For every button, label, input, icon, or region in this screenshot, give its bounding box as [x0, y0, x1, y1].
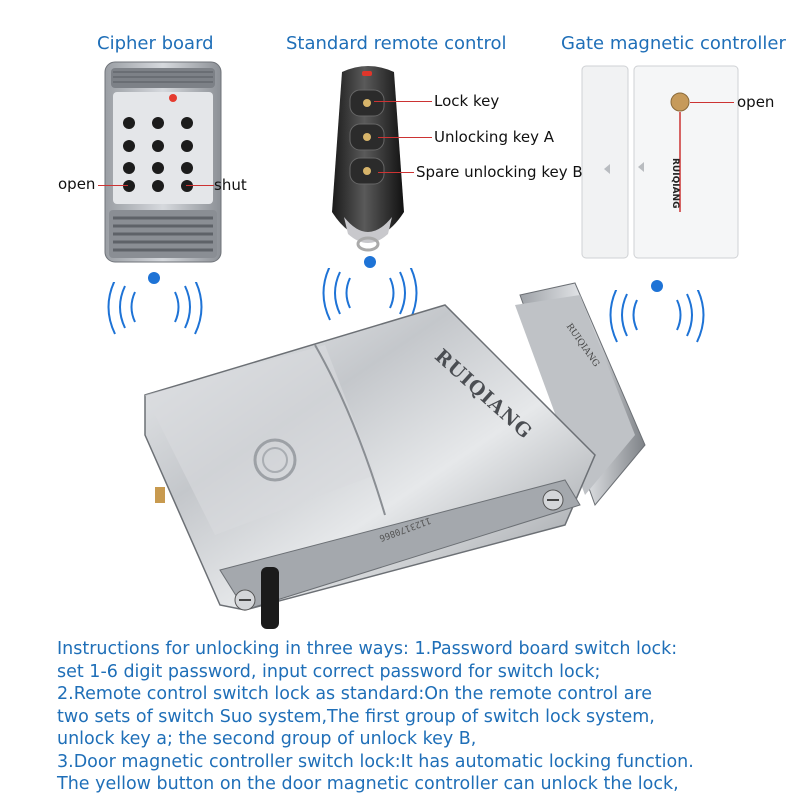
- gate-open-leader: [690, 102, 734, 103]
- signal-dot-left: [148, 272, 160, 284]
- unlock-a-leader: [378, 137, 432, 138]
- instruction-line: Instructions for unlocking in three ways…: [57, 639, 678, 659]
- smart-lock-body: [144, 282, 646, 629]
- instruction-line: set 1-6 digit password, input correct pa…: [57, 661, 601, 682]
- instruction-line: 3.Door magnetic controller switch lock:I…: [57, 751, 694, 772]
- open-leader: [98, 185, 128, 186]
- unlock-key-a-label: Unlocking key A: [434, 128, 555, 146]
- remote-control: [332, 66, 404, 252]
- indicator-led: [169, 94, 177, 102]
- instruction-line: 2.Remote control switch lock as standard…: [57, 684, 652, 704]
- instructions: Instructions for unlocking in three ways…: [57, 638, 797, 796]
- lock-key-label: Lock key: [434, 92, 500, 110]
- yellow-open-button: [670, 92, 690, 112]
- shut-leader: [186, 185, 214, 186]
- gate-open-label: open: [737, 93, 775, 111]
- lock-key-leader: [374, 101, 432, 102]
- signal-waves-left-icon: [107, 282, 203, 335]
- unlock-b-leader: [378, 172, 414, 173]
- cipher-board-heading: Cipher board: [97, 33, 214, 54]
- instruction-line: unlock key a; the second group of unlock…: [57, 729, 477, 749]
- signal-dot-right: [651, 280, 663, 292]
- gate-heading: Gate magnetic controller: [561, 33, 786, 54]
- gate-brand: RUIQIANG: [670, 158, 680, 209]
- remote-led: [362, 71, 372, 76]
- cipher-open-label: open: [58, 175, 96, 193]
- signal-waves-right-icon: [609, 290, 705, 343]
- remote-heading: Standard remote control: [286, 33, 507, 54]
- unlock-key-b-label: Spare unlocking key B: [416, 163, 583, 181]
- instruction-line: two sets of switch Suo system,The first …: [57, 706, 655, 727]
- cipher-shut-label: shut: [214, 176, 247, 194]
- gate-magnetic-controller: [581, 65, 739, 259]
- cipher-board-keypad: [104, 61, 222, 263]
- instruction-line: The yellow button on the door magnetic c…: [57, 774, 679, 794]
- signal-dot-middle: [364, 256, 376, 268]
